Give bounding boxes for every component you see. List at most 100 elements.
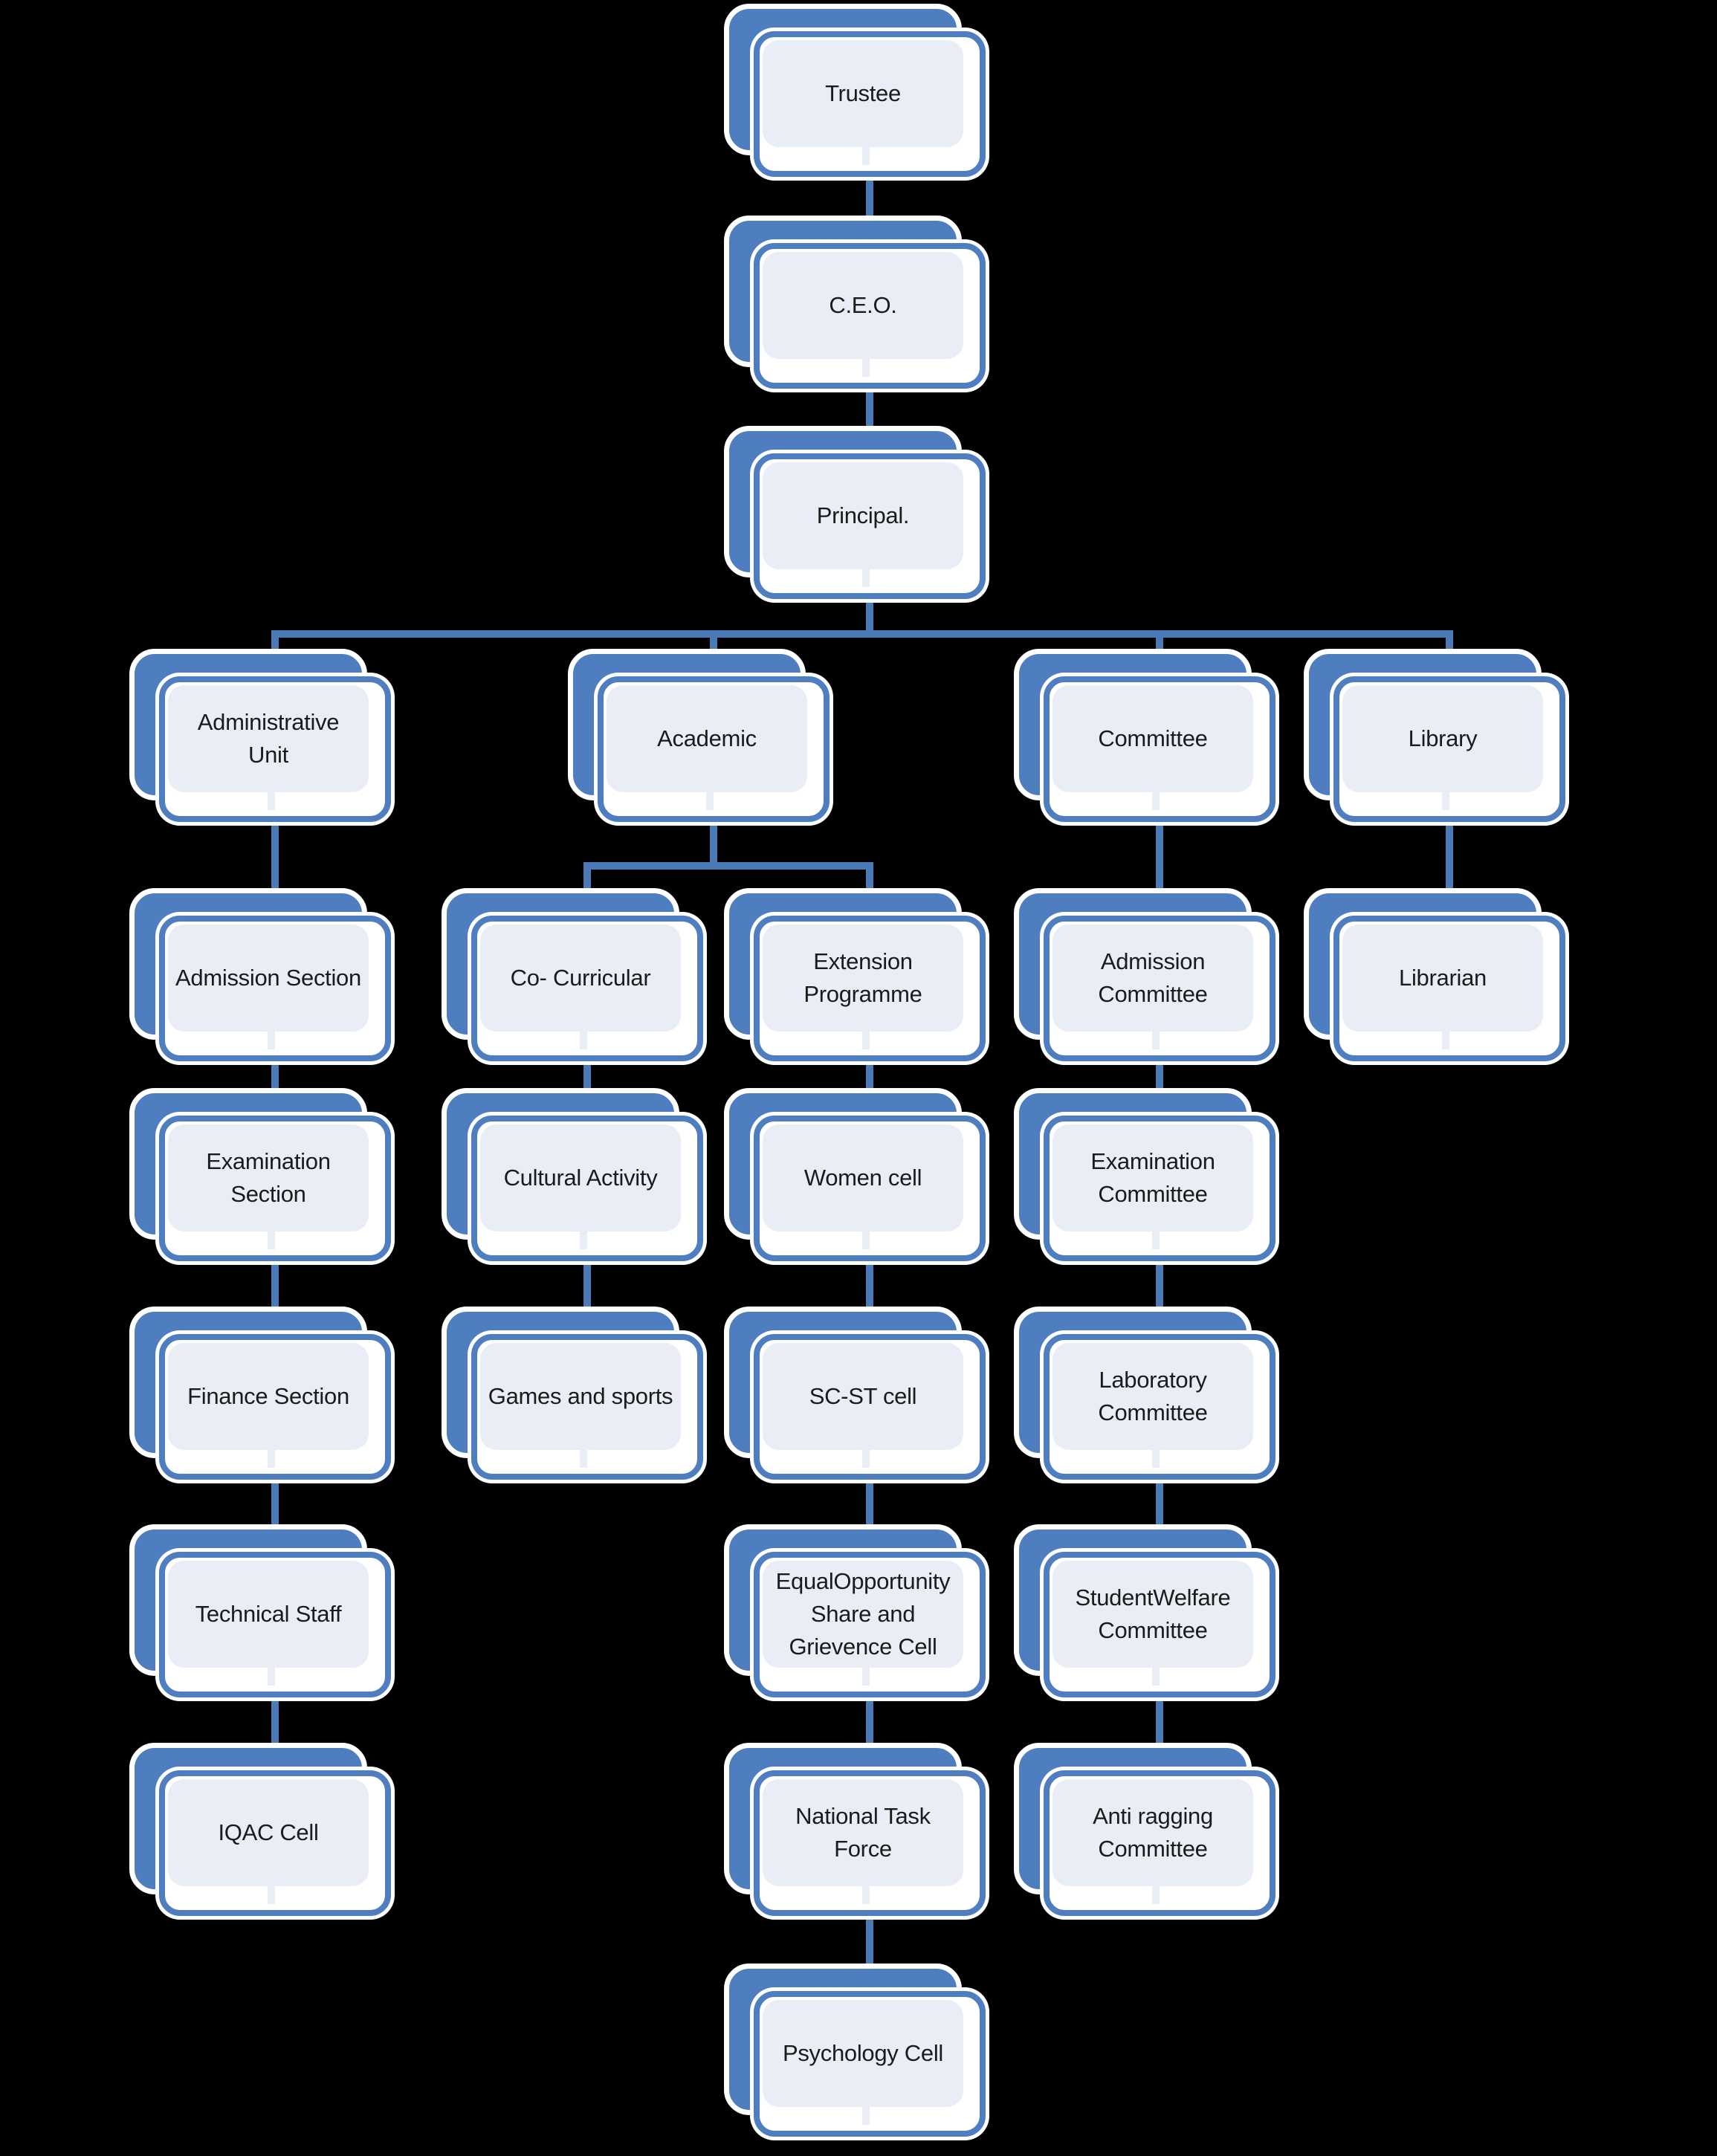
node-label: Co- Curricular <box>510 964 651 991</box>
node-box: Administrative Unit <box>159 676 391 822</box>
node-technical-staff: Technical Staff <box>129 1524 391 1697</box>
connector-academic-subbar <box>710 822 717 870</box>
connector-subbar-co-curricular <box>583 862 591 895</box>
node-label: Women cell <box>803 1164 922 1191</box>
node-label: Academic <box>657 725 757 751</box>
connector-co-curricular-cultural <box>583 1061 591 1095</box>
connector-principal-bar <box>866 599 873 634</box>
node-box: EqualOpportunity Share and Grievence Cel… <box>754 1552 986 1697</box>
node-finance-section: Finance Section <box>129 1307 391 1480</box>
node-box: C.E.O. <box>754 243 986 389</box>
node-box: Finance Section <box>159 1334 391 1480</box>
node-panel: Academic <box>607 685 807 792</box>
node-box: Women cell <box>754 1116 986 1261</box>
node-box: Examination Section <box>159 1116 391 1261</box>
node-label: EqualOpportunity Share and Grievence Cel… <box>775 1567 951 1660</box>
connector-cultural-games-sports <box>583 1261 591 1313</box>
connector-trustee-ceo <box>866 177 873 223</box>
node-panel: Principal. <box>763 462 963 569</box>
node-label: Extension Programme <box>803 948 922 1007</box>
node-psychology-cell: Psychology Cell <box>724 1964 986 2137</box>
node-academic: Academic <box>568 649 830 822</box>
node-cultural-activity: Cultural Activity <box>442 1088 703 1261</box>
node-box: Cultural Activity <box>471 1116 703 1261</box>
node-panel: IQAC Cell <box>168 1779 369 1886</box>
connector-student-welfare-anti-ragging <box>1156 1697 1163 1749</box>
node-panel: Women cell <box>763 1124 963 1231</box>
connector-admission-examination-section <box>271 1061 279 1095</box>
node-box: Technical Staff <box>159 1552 391 1697</box>
node-panel: SC-ST cell <box>763 1343 963 1450</box>
node-librarian: Librarian <box>1304 888 1565 1061</box>
node-panel: Finance Section <box>168 1343 369 1450</box>
connector-technical-iqac-cell <box>271 1697 279 1749</box>
node-box: Admission Committee <box>1044 916 1275 1061</box>
node-anti-ragging-committee: Anti ragging Committee <box>1014 1743 1275 1916</box>
node-admission-committee: Admission Committee <box>1014 888 1275 1061</box>
node-panel: Examination Section <box>168 1124 369 1231</box>
connector-laboratory-student-welfare <box>1156 1480 1163 1531</box>
node-box: Trustee <box>754 31 986 177</box>
node-panel: Examination Committee <box>1052 1124 1253 1231</box>
node-sc-st-cell: SC-ST cell <box>724 1307 986 1480</box>
node-label: Administrative Unit <box>197 708 340 768</box>
node-box: Laboratory Committee <box>1044 1334 1275 1480</box>
node-label: Cultural Activity <box>503 1164 658 1191</box>
connector-bar-academic <box>710 630 717 655</box>
node-label: Trustee <box>825 80 901 106</box>
node-box: SC-ST cell <box>754 1334 986 1480</box>
node-box: Anti ragging Committee <box>1044 1770 1275 1916</box>
connector-bar-administrative-unit <box>271 630 279 655</box>
node-label: SC-ST cell <box>809 1382 917 1409</box>
connector-task-force-psychology <box>866 1916 873 1970</box>
connector-extension-women-cell <box>866 1061 873 1095</box>
node-panel: Co- Curricular <box>480 925 681 1032</box>
node-box: Examination Committee <box>1044 1116 1275 1261</box>
node-panel: Games and sports <box>480 1343 681 1450</box>
node-panel: Anti ragging Committee <box>1052 1779 1253 1886</box>
node-box: Principal. <box>754 453 986 599</box>
node-box: IQAC Cell <box>159 1770 391 1916</box>
node-box: Library <box>1333 676 1565 822</box>
node-box: Academic <box>598 676 830 822</box>
node-co-curricular: Co- Curricular <box>442 888 703 1061</box>
node-box: Games and sports <box>471 1334 703 1480</box>
node-women-cell: Women cell <box>724 1088 986 1261</box>
node-extension-programme: Extension Programme <box>724 888 986 1061</box>
node-label: Admission Section <box>175 964 361 991</box>
node-national-task-force: National Task Force <box>724 1743 986 1916</box>
node-student-welfare-committee: StudentWelfare Committee <box>1014 1524 1275 1697</box>
node-committee: Committee <box>1014 649 1275 822</box>
node-label: Admission Committee <box>1098 948 1208 1007</box>
node-label: National Task Force <box>795 1802 931 1862</box>
node-panel: EqualOpportunity Share and Grievence Cel… <box>763 1561 963 1668</box>
connector-women-cell-sc-st <box>866 1261 873 1313</box>
node-box: Librarian <box>1333 916 1565 1061</box>
connector-examination-finance-section <box>271 1261 279 1313</box>
node-label: Finance Section <box>187 1382 349 1409</box>
node-panel: Extension Programme <box>763 925 963 1032</box>
node-examination-committee: Examination Committee <box>1014 1088 1275 1261</box>
node-panel: C.E.O. <box>763 252 963 359</box>
node-label: Psychology Cell <box>782 2039 944 2066</box>
node-label: Principal. <box>816 502 910 528</box>
node-box: Extension Programme <box>754 916 986 1061</box>
node-library: Library <box>1304 649 1565 822</box>
connector-library-librarian <box>1446 822 1453 895</box>
node-examination-section: Examination Section <box>129 1088 391 1261</box>
node-administrative-unit: Administrative Unit <box>129 649 391 822</box>
node-principal: Principal. <box>724 426 986 599</box>
node-label: Library <box>1408 725 1478 751</box>
node-box: Co- Curricular <box>471 916 703 1061</box>
node-label: Games and sports <box>488 1382 673 1409</box>
node-label: Laboratory Committee <box>1098 1366 1208 1425</box>
node-trustee: Trustee <box>724 4 986 177</box>
node-box: Admission Section <box>159 916 391 1061</box>
node-box: StudentWelfare Committee <box>1044 1552 1275 1697</box>
connector-admission-examination-committee <box>1156 1061 1163 1095</box>
connector-committee-admission-committee <box>1156 822 1163 895</box>
connector-bar-extension-programme <box>866 862 873 895</box>
connector-ceo-principal <box>866 389 873 433</box>
node-label: StudentWelfare Committee <box>1075 1584 1231 1643</box>
